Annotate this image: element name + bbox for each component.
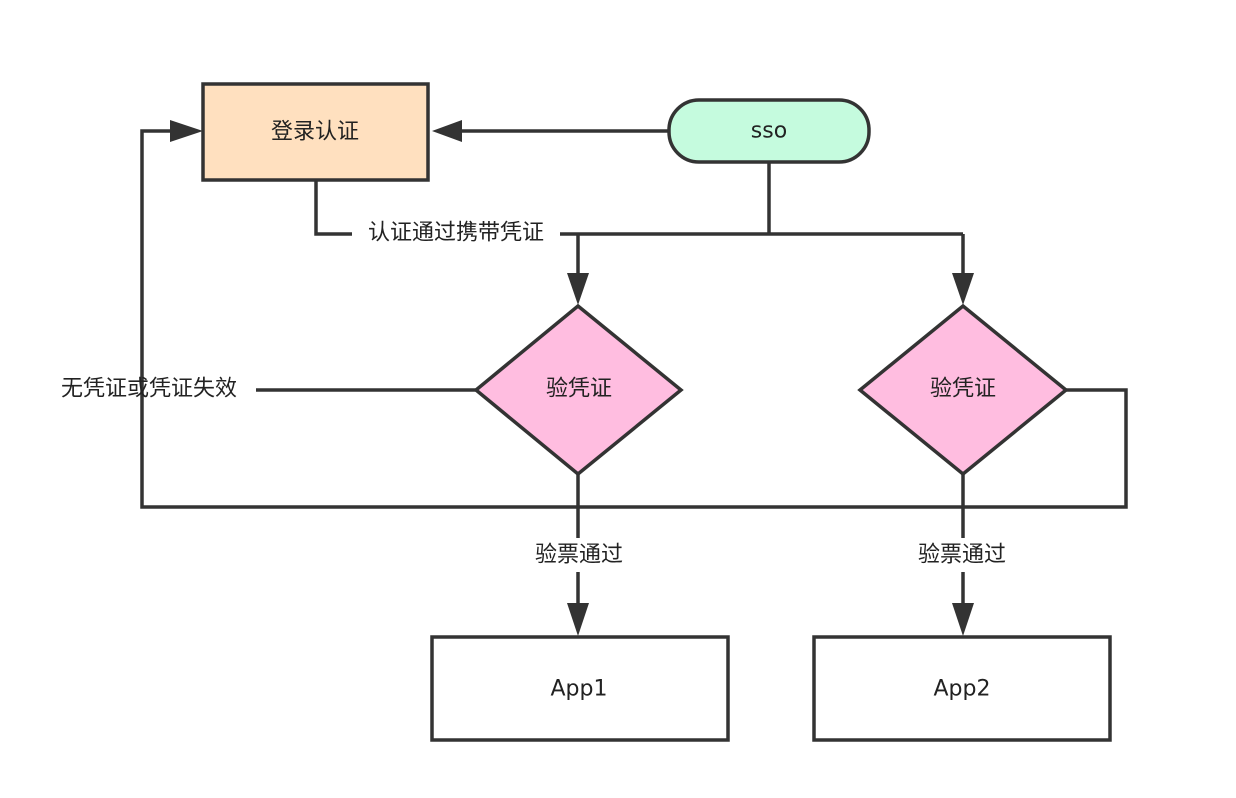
verify-right-label: 验凭证 — [930, 377, 996, 402]
edge-loop-back — [140, 129, 1128, 509]
app1-box — [430, 635, 730, 742]
arrowhead-app2 — [952, 603, 974, 636]
edge-label-auth-pass: 认证通过携带凭证 — [368, 221, 544, 246]
app2-box — [812, 635, 1112, 742]
edge-label-no-credential: 无凭证或凭证失效 — [61, 377, 237, 402]
edge-login-down — [314, 180, 352, 236]
arrowhead-login-right — [432, 120, 462, 142]
arrowhead-verify-left — [567, 273, 589, 305]
arrowhead-app1 — [567, 603, 589, 636]
app2-label: App2 — [934, 677, 991, 702]
app1-label: App1 — [551, 677, 608, 702]
arrowhead-login-left — [170, 120, 203, 142]
verify-right-diamond — [857, 303, 1069, 477]
sso-node — [667, 98, 871, 164]
arrowhead-verify-right — [952, 273, 974, 305]
login-label: 登录认证 — [271, 120, 359, 145]
sso-label: sso — [751, 119, 787, 144]
verify-left-label: 验凭证 — [546, 377, 612, 402]
verify-left-diamond — [473, 303, 684, 477]
edge-label-ticket-pass-right: 验票通过 — [918, 543, 1006, 568]
login-box — [201, 82, 430, 182]
edge-label-ticket-pass-left: 验票通过 — [535, 543, 623, 568]
